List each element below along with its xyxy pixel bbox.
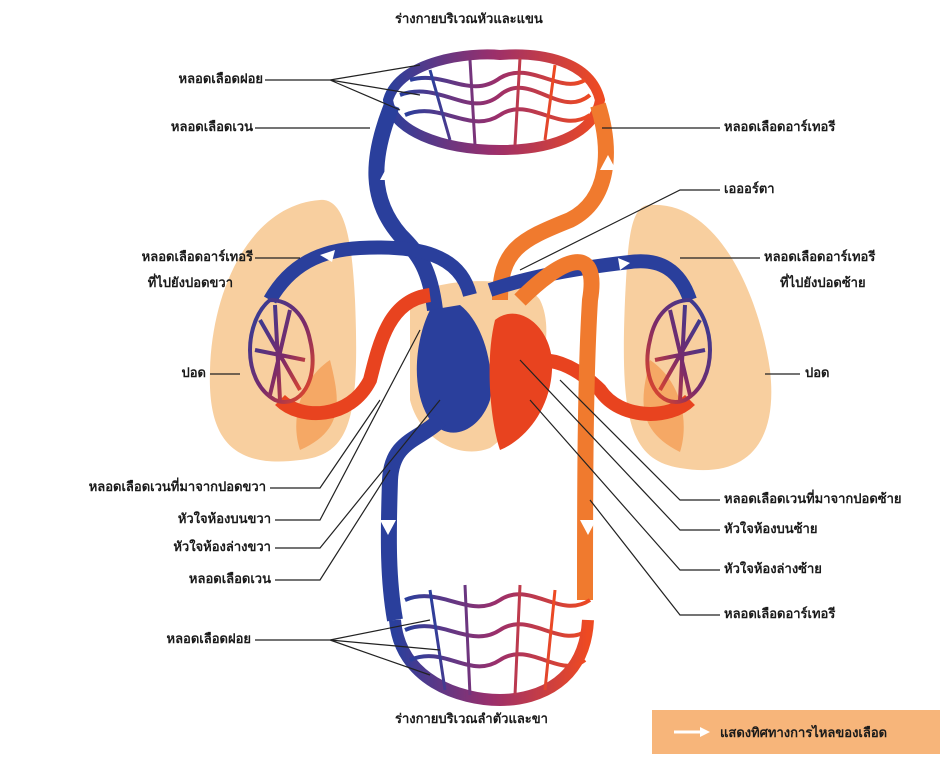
label-left-ventricle: หัวใจห้องล่างซ้าย bbox=[724, 562, 822, 578]
white-arrow-icon bbox=[672, 726, 712, 738]
label-pulmonary-vein-right: หลอดเลือดเวนที่มาจากปอดขวา bbox=[89, 480, 266, 496]
legend: แสดงทิศทางการไหลของเลือด bbox=[652, 710, 940, 754]
label-left-atrium: หัวใจห้องบนซ้าย bbox=[724, 522, 817, 538]
legend-text: แสดงทิศทางการไหลของเลือด bbox=[720, 722, 887, 743]
label-right-atrium: หัวใจห้องบนขวา bbox=[178, 512, 271, 528]
title-head-arms: ร่างกายบริเวณหัวและแขน bbox=[395, 12, 543, 28]
label-lung-right: ปอด bbox=[181, 366, 206, 382]
label-capillary-top: หลอดเลือดฝอย bbox=[179, 72, 264, 88]
label-pulmonary-artery-left-2: ที่ไปยังปอดซ้าย bbox=[780, 276, 866, 292]
inferior-vena-cava bbox=[389, 420, 440, 620]
label-vein-top: หลอดเลือดเวน bbox=[171, 120, 253, 136]
label-lung-left: ปอด bbox=[805, 366, 830, 382]
heart-left-side bbox=[490, 314, 553, 450]
label-pulmonary-artery-right: หลอดเลือดอาร์เทอรี bbox=[142, 250, 253, 266]
right-lung bbox=[210, 200, 356, 462]
head-capillary-bed bbox=[388, 54, 600, 150]
label-aorta: เอออร์ตา bbox=[724, 182, 775, 198]
label-capillary-bottom: หลอดเลือดฝอย bbox=[167, 632, 252, 648]
title-trunk-legs: ร่างกายบริเวณลำตัวและขา bbox=[395, 712, 548, 728]
label-pulmonary-vein-left: หลอดเลือดเวนที่มาจากปอดซ้าย bbox=[724, 492, 902, 508]
trunk-capillary-bed bbox=[395, 585, 590, 700]
label-artery-bottom: หลอดเลือดอาร์เทอรี bbox=[724, 607, 835, 623]
left-lung bbox=[624, 205, 771, 470]
label-pulmonary-artery-left: หลอดเลือดอาร์เทอรี bbox=[764, 250, 875, 266]
label-right-ventricle: หัวใจห้องล่างขวา bbox=[173, 540, 271, 556]
label-pulmonary-artery-right-2: ที่ไปยังปอดขวา bbox=[148, 276, 233, 292]
label-vein-bottom: หลอดเลือดเวน bbox=[189, 572, 271, 588]
label-artery-top: หลอดเลือดอาร์เทอรี bbox=[724, 120, 835, 136]
